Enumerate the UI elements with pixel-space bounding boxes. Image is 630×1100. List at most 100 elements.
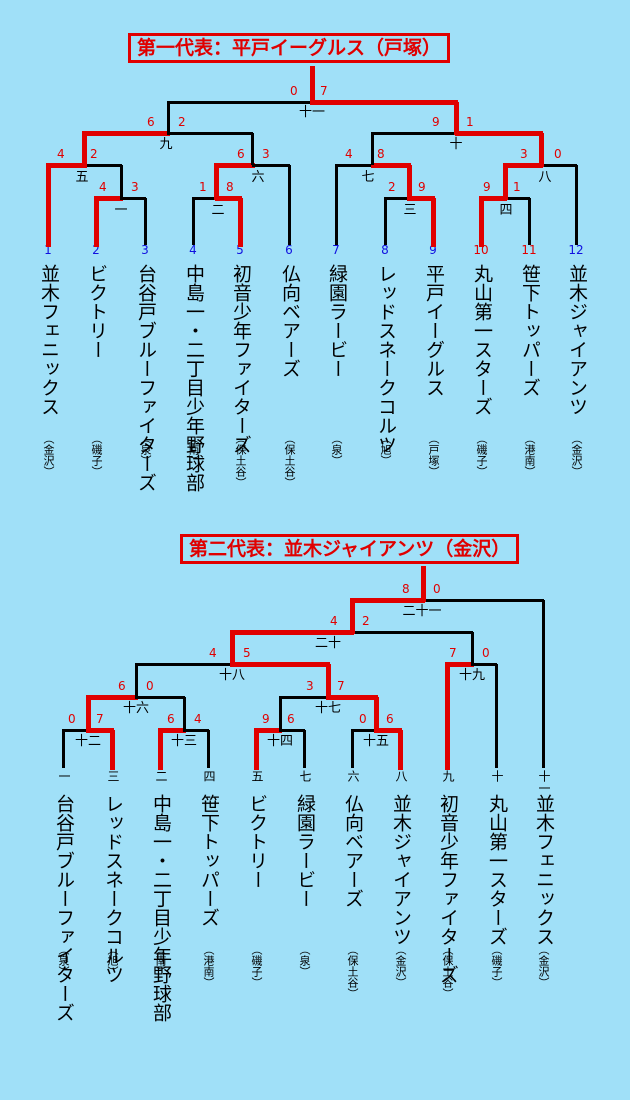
bracket-line	[183, 728, 209, 732]
winner-line	[325, 664, 331, 699]
team-name: ビクトリー	[246, 794, 268, 889]
team-number: 8	[381, 243, 389, 257]
winner-line	[94, 195, 123, 201]
team-area: （旭）	[379, 433, 392, 466]
team-number: 1	[44, 243, 52, 257]
bracket-line	[279, 695, 329, 699]
winner-line	[213, 165, 219, 200]
winner-line	[445, 661, 474, 667]
team-name: 笹下トッパーズ	[198, 794, 220, 927]
winner-line	[453, 102, 459, 135]
team-name: 並木フェニックス	[38, 264, 60, 416]
score-right: 0	[146, 679, 154, 693]
score-right: 7	[320, 84, 328, 98]
winner-line	[454, 130, 543, 136]
team-area: （港南）	[202, 944, 215, 988]
team-area: （保土谷）	[441, 944, 454, 999]
team-entry: 初音少年ファイターズ	[227, 264, 253, 454]
score-left: 4	[345, 147, 353, 161]
winner-line	[406, 165, 412, 200]
team-area: （保土谷）	[234, 433, 247, 488]
score-left: 1	[199, 180, 207, 194]
bracket-line	[192, 196, 218, 200]
bracket-line	[470, 632, 474, 664]
bracket-line	[370, 133, 374, 165]
winner-line	[479, 195, 507, 201]
team-area: （泉）	[330, 433, 343, 466]
team-area: （磯子）	[90, 433, 103, 477]
team-number: 3	[141, 243, 149, 257]
game-number: 六	[251, 170, 265, 185]
bracket-line	[504, 196, 530, 200]
game-number: 五	[75, 170, 89, 185]
winner-line	[45, 165, 51, 247]
bracket-line	[422, 598, 544, 602]
winner-line	[407, 195, 435, 201]
winner-line	[397, 730, 403, 770]
game-number: 十八	[218, 668, 246, 683]
game-label: 九	[441, 770, 455, 782]
team-number: 7	[332, 243, 340, 257]
game-label: 一	[57, 770, 71, 782]
game-number: 十一	[298, 105, 326, 120]
team-area: （金沢）	[42, 433, 55, 477]
score-right: 2	[178, 115, 186, 129]
winner-line	[253, 730, 259, 770]
team-name: 緑園ラービー	[294, 794, 316, 908]
score-left: 0	[290, 84, 298, 98]
winner-line	[81, 133, 87, 167]
winner-line	[230, 629, 354, 635]
game-number: 十九	[458, 668, 486, 683]
team-number: 5	[236, 243, 244, 257]
score-right: 1	[513, 180, 521, 194]
team-name: 初音少年ファイターズ	[437, 794, 459, 984]
winner-line	[430, 198, 436, 247]
winner-line	[350, 597, 425, 603]
team-entry: 初音少年ファイターズ	[434, 794, 460, 984]
team-entry: 仏向ベアーズ	[276, 264, 302, 378]
team-area: （保土谷）	[283, 433, 296, 488]
score-right: 4	[194, 712, 202, 726]
winner-line	[420, 566, 426, 602]
team-entry: 並木フェニックス	[35, 264, 61, 416]
game-number: 十七	[314, 701, 342, 716]
team-name: 台谷戸ブルーファイターズ	[135, 264, 157, 492]
winner-line	[46, 162, 87, 168]
score-right: 2	[90, 147, 98, 161]
score-right: 6	[287, 712, 295, 726]
team-area: （南）	[154, 944, 167, 977]
team-name: 並木ジャイアンツ	[390, 794, 412, 946]
game-label: 三	[106, 770, 120, 782]
bracket-line	[539, 163, 577, 167]
team-entry: 緑園ラービー	[291, 794, 317, 908]
winner-line	[310, 99, 458, 105]
game-label: 四	[202, 770, 216, 782]
score-left: 6	[167, 712, 175, 726]
game-number: 二十一	[402, 604, 442, 619]
team-entry: ビクトリー	[83, 264, 109, 359]
score-right: 2	[362, 614, 370, 628]
score-left: 4	[57, 147, 65, 161]
team-name: 並木ジャイアンツ	[566, 264, 588, 416]
score-right: 3	[262, 147, 270, 161]
game-number: 二十	[314, 636, 342, 651]
bracket-line	[182, 697, 186, 730]
score-right: 9	[418, 180, 426, 194]
winner-line	[237, 198, 243, 247]
bracket-line	[61, 730, 65, 768]
bracket-line	[574, 165, 578, 245]
score-left: 3	[520, 147, 528, 161]
score-right: 1	[466, 115, 474, 129]
game-number: 十三	[170, 734, 198, 749]
team-name: レッドスネークコルツ	[102, 794, 124, 984]
score-left: 9	[432, 115, 440, 129]
team-area: （泉）	[57, 944, 70, 977]
score-left: 2	[388, 180, 396, 194]
team-number: 11	[521, 243, 537, 257]
game-number: 十四	[266, 734, 294, 749]
bracket-line	[251, 163, 290, 167]
bracket-line	[206, 730, 210, 768]
winner-line	[373, 697, 379, 732]
bracket-line	[383, 198, 387, 245]
winner-line	[85, 697, 91, 732]
